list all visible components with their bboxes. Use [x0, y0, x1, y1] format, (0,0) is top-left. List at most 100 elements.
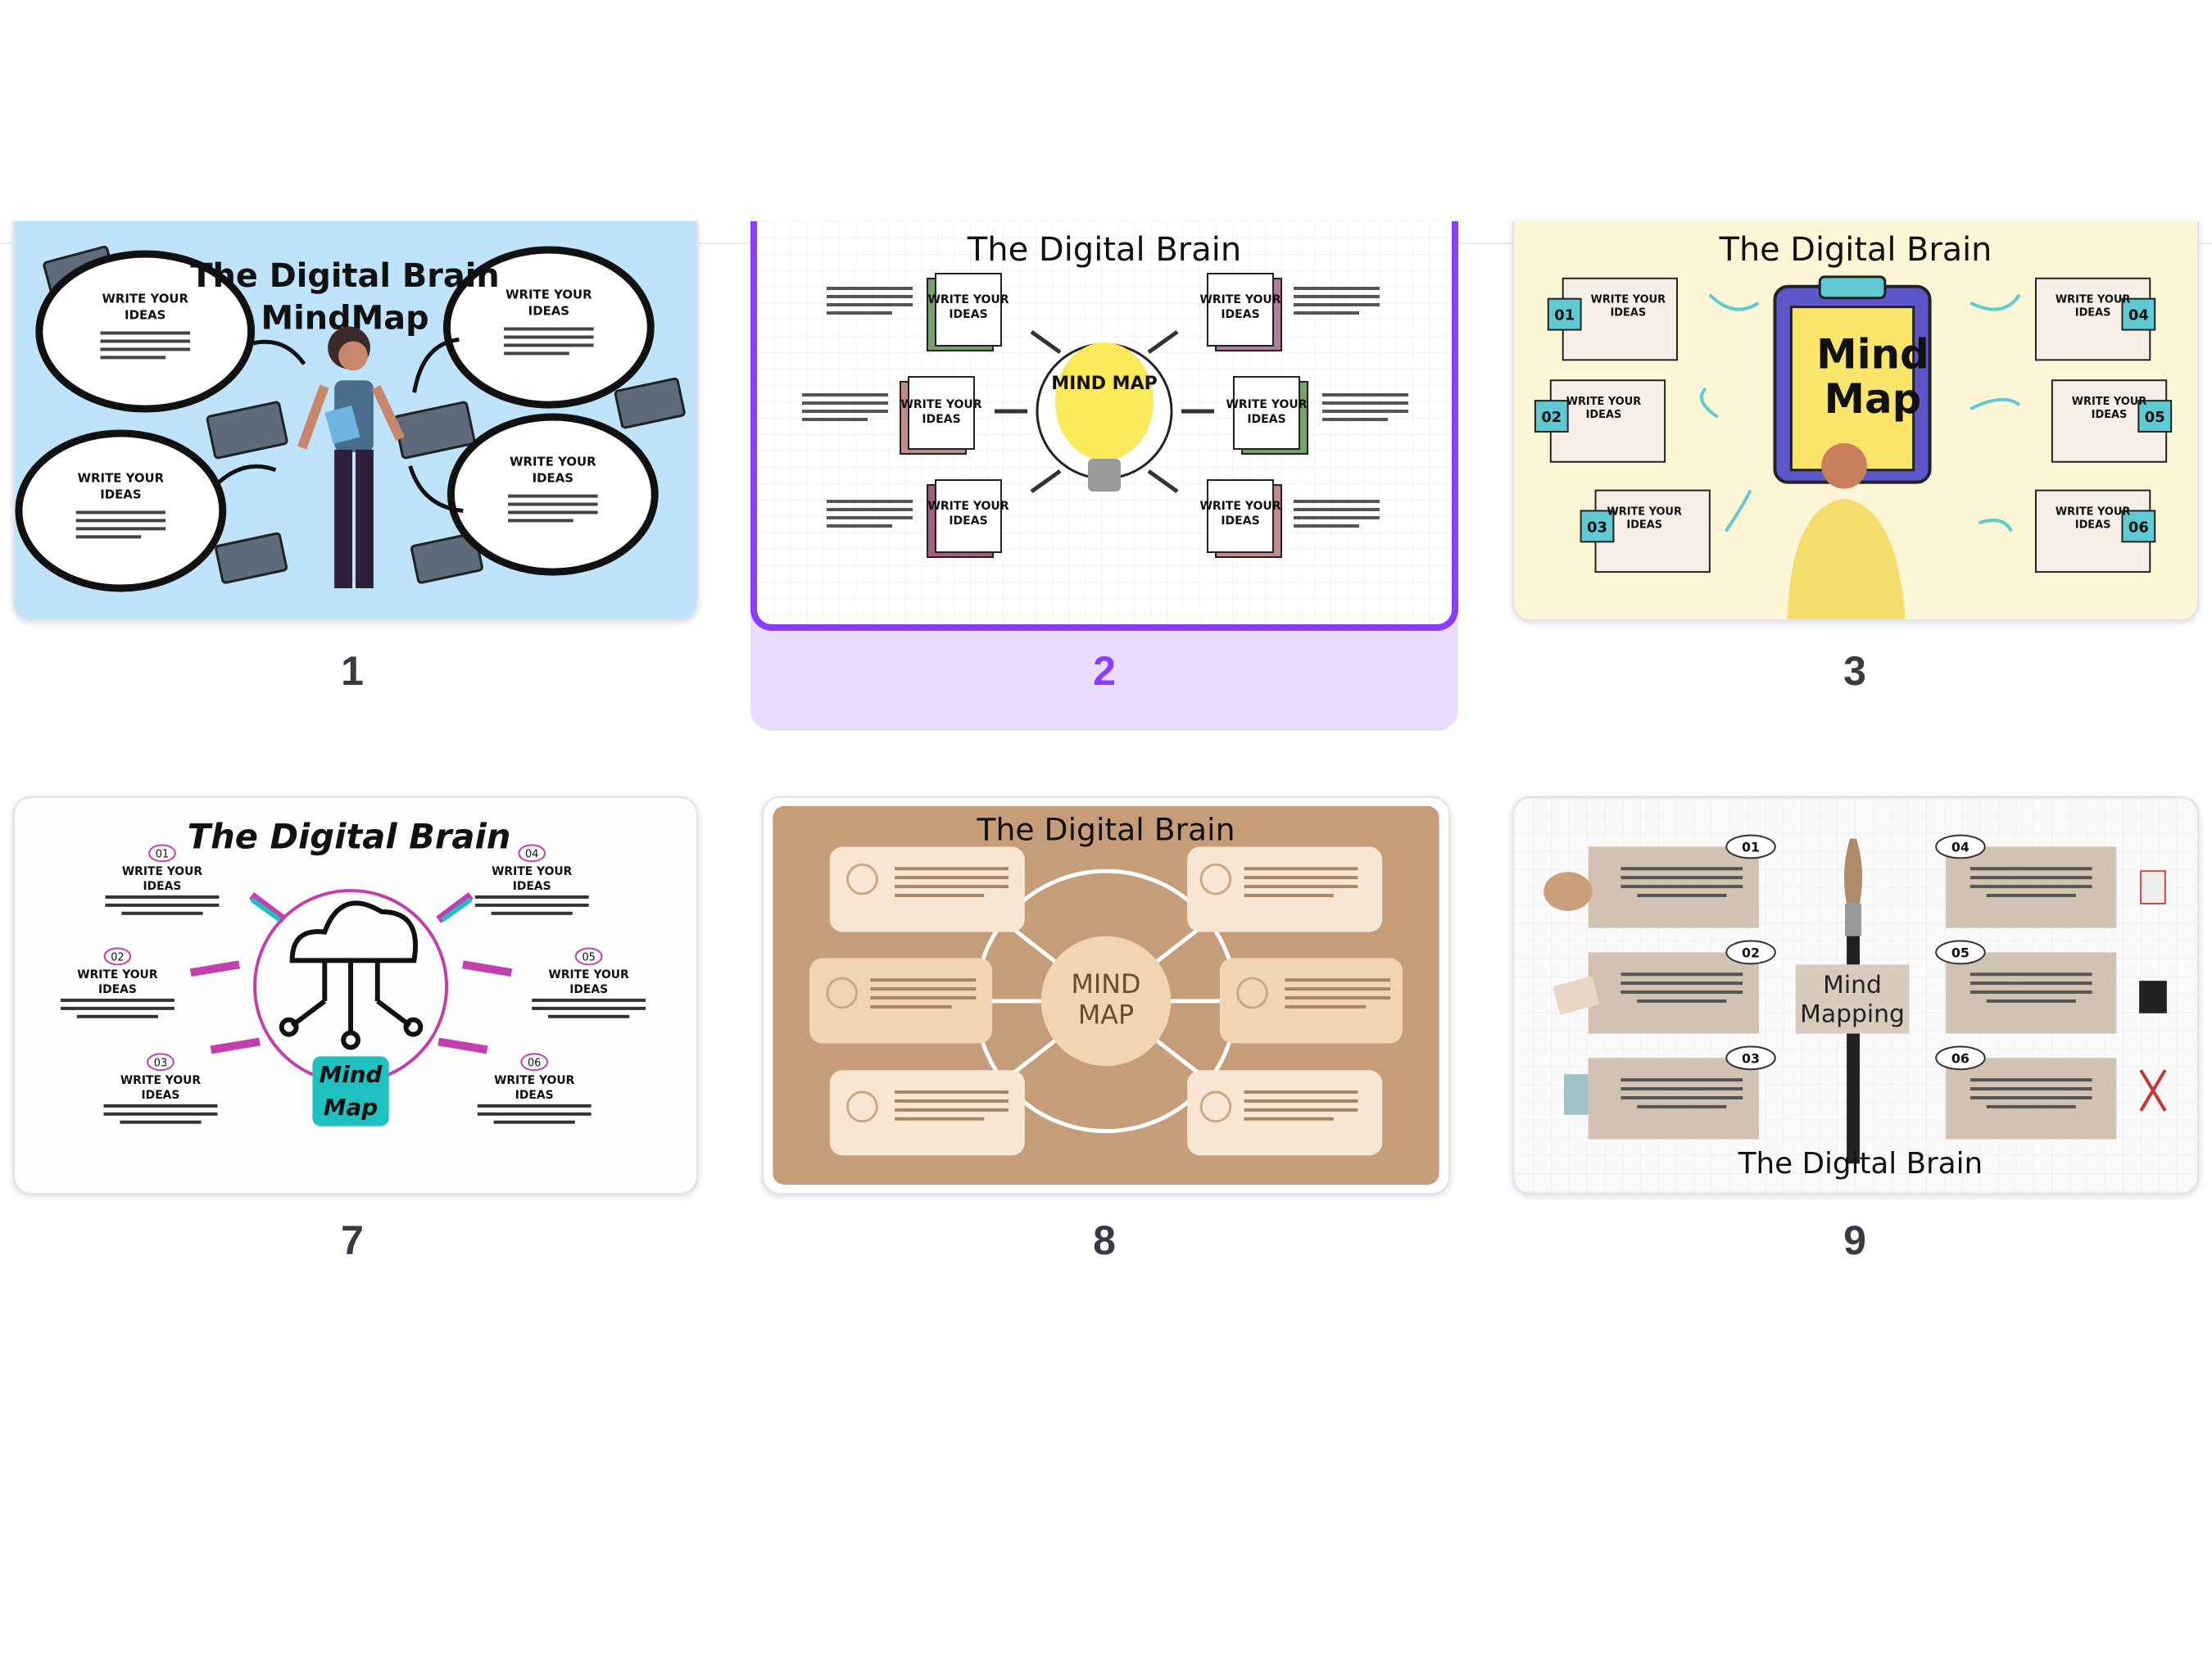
svg-text:IDEAS: IDEAS [2075, 307, 2111, 320]
note-label: IDEAS [1221, 308, 1259, 321]
svg-text:WRITE YOUR: WRITE YOUR [77, 968, 158, 981]
page-1-title: The Digital Brain [190, 257, 499, 295]
svg-text:04: 04 [525, 848, 538, 860]
svg-text:Mapping: Mapping [1800, 1000, 1905, 1029]
art-supplies-icons [1543, 870, 2167, 1115]
svg-text:IDEAS: IDEAS [1610, 307, 1646, 320]
svg-text:05: 05 [1951, 945, 1969, 960]
page-3-artwork: The Digital Brain Mind Map 01 02 [1514, 221, 2197, 619]
svg-text:WRITE YOUR: WRITE YOUR [492, 865, 573, 878]
page-number-2[interactable]: 2 [1093, 648, 1116, 694]
note-label: IDEAS [1221, 514, 1259, 528]
svg-text:02: 02 [111, 951, 124, 963]
clipboard-icon: Mind Map [1773, 275, 1932, 484]
cloud-label: WRITE YOUR [102, 292, 188, 306]
svg-text:03: 03 [154, 1057, 167, 1069]
page-7-artwork: The Digital Brain Mind Map 01 02 03 04 [16, 798, 696, 1193]
svg-text:WRITE YOUR: WRITE YOUR [549, 968, 630, 981]
note-label: WRITE YOUR [1199, 500, 1281, 513]
cloud-network-icon [279, 900, 424, 1050]
note-label: WRITE YOUR [900, 398, 981, 411]
arrow-icon [213, 338, 464, 513]
note-label: IDEAS [949, 514, 987, 528]
svg-text:IDEAS: IDEAS [2075, 519, 2111, 531]
cloud-label: IDEAS [125, 308, 165, 323]
svg-text:WRITE YOUR: WRITE YOUR [1607, 505, 1682, 518]
page-thumbnail-3[interactable]: The Digital Brain Mind Map 01 02 [1512, 221, 2199, 621]
svg-text:04: 04 [1951, 839, 1969, 854]
svg-text:01: 01 [1742, 839, 1760, 854]
badge-03: 03 [1587, 519, 1607, 536]
page-number-8[interactable]: 8 [1093, 1217, 1116, 1263]
badge-04: 04 [2128, 307, 2149, 324]
page-number-1[interactable]: 1 [341, 648, 364, 694]
woman-illustration [1787, 442, 1906, 619]
svg-text:WRITE YOUR: WRITE YOUR [494, 1074, 575, 1087]
svg-text:06: 06 [1951, 1050, 1969, 1066]
page-8-title: The Digital Brain [977, 812, 1235, 848]
badge-05: 05 [2145, 409, 2165, 426]
cloud-label: WRITE YOUR [510, 455, 596, 469]
svg-text:WRITE YOUR: WRITE YOUR [2056, 294, 2131, 306]
page-2-title: The Digital Brain [967, 231, 1241, 269]
svg-text:WRITE YOUR: WRITE YOUR [1591, 294, 1666, 306]
svg-text:02: 02 [1742, 945, 1760, 960]
note-label: IDEAS [1247, 413, 1285, 426]
badge-01: 01 [1554, 307, 1575, 324]
page-number-7[interactable]: 7 [341, 1217, 364, 1263]
note-label: IDEAS [949, 308, 987, 321]
svg-text:01: 01 [156, 848, 169, 860]
page-thumbnail-7[interactable]: The Digital Brain Mind Map 01 02 03 04 [13, 796, 698, 1194]
svg-text:IDEAS: IDEAS [1626, 519, 1662, 531]
svg-text:WRITE YOUR: WRITE YOUR [2072, 396, 2147, 408]
cloud-label: IDEAS [528, 304, 569, 319]
svg-text:Map: Map [324, 1094, 378, 1121]
svg-text:Mind: Mind [1816, 330, 1929, 378]
arrow-icon [1699, 293, 2021, 533]
svg-text:03: 03 [1742, 1050, 1760, 1066]
page-9-title: The Digital Brain [1738, 1147, 1983, 1181]
page-2-artwork: The Digital Brain MIND MAP WRITE YOURIDE… [757, 221, 1452, 624]
svg-text:WRITE YOUR: WRITE YOUR [2056, 505, 2131, 518]
cloud-label: WRITE YOUR [78, 471, 165, 486]
svg-text:IDEAS: IDEAS [513, 880, 551, 893]
svg-text:Map: Map [1824, 375, 1922, 423]
note-label: WRITE YOUR [927, 500, 1009, 513]
arrow-icon [995, 329, 1214, 494]
decorative-icons [826, 863, 1268, 1123]
svg-text:IDEAS: IDEAS [98, 983, 137, 996]
svg-text:IDEAS: IDEAS [2092, 409, 2128, 421]
badge-06: 06 [2128, 519, 2149, 536]
page-thumbnail-9[interactable]: Mind Mapping The Digital Brain 01 02 03 … [1512, 796, 2199, 1194]
arrow-icon [189, 892, 513, 1054]
svg-text:IDEAS: IDEAS [143, 880, 182, 893]
note-label: IDEAS [922, 413, 960, 426]
page-thumbnail-8[interactable]: The Digital Brain MIND MAP [762, 796, 1450, 1194]
page-thumbnail-1[interactable]: The Digital Brain MindMap WRITE YOUR IDE… [13, 221, 698, 621]
note-label: WRITE YOUR [927, 293, 1009, 306]
page-8-artwork: The Digital Brain MIND MAP [773, 805, 1439, 1185]
center-circle [1040, 936, 1172, 1067]
svg-text:MIND: MIND [1072, 970, 1141, 999]
woman-illustration [297, 326, 405, 589]
mind-map-badge [312, 1056, 389, 1126]
page-number-3[interactable]: 3 [1843, 648, 1866, 694]
svg-text:IDEAS: IDEAS [142, 1089, 180, 1102]
page-7-title: The Digital Brain [188, 816, 511, 856]
page-number-9[interactable]: 9 [1843, 1217, 1866, 1263]
svg-text:WRITE YOUR: WRITE YOUR [122, 865, 203, 878]
cloud-label: IDEAS [533, 471, 573, 486]
svg-text:05: 05 [582, 951, 595, 963]
svg-text:WRITE YOUR: WRITE YOUR [120, 1074, 202, 1087]
svg-text:MIND MAP: MIND MAP [1051, 374, 1157, 394]
page-1-artwork: The Digital Brain MindMap WRITE YOUR IDE… [15, 221, 696, 619]
page-9-artwork: Mind Mapping The Digital Brain 01 02 03 … [1515, 798, 2196, 1193]
svg-text:WRITE YOUR: WRITE YOUR [1566, 396, 1642, 408]
svg-text:IDEAS: IDEAS [515, 1089, 554, 1102]
svg-text:MAP: MAP [1078, 1001, 1134, 1031]
badge-02: 02 [1541, 409, 1562, 426]
lightbulb-icon: MIND MAP [1036, 342, 1173, 492]
svg-text:Mind: Mind [320, 1061, 383, 1088]
cloud-label: IDEAS [100, 487, 141, 502]
